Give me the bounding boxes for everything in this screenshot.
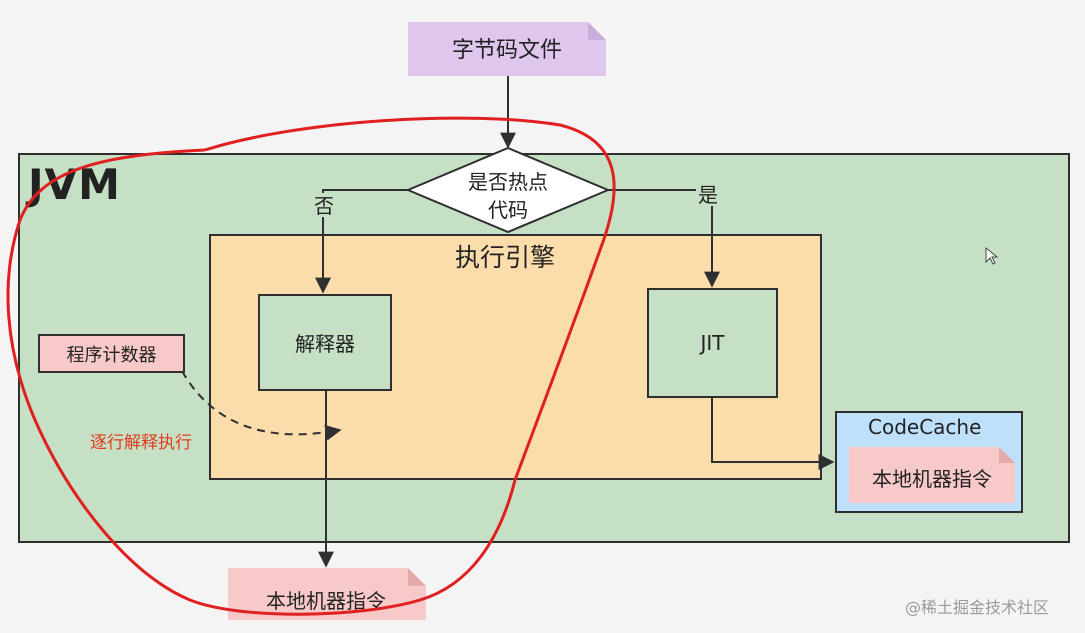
arrow-no-branch	[315, 189, 408, 294]
dashed-pc-to-interpreter	[181, 370, 342, 441]
decision-diamond	[405, 146, 611, 234]
codecache-native-label: 本地机器指令	[872, 467, 992, 491]
interpreter-box: 解释器	[258, 294, 392, 391]
output-native-note	[228, 568, 426, 620]
decision-line2: 代码	[488, 198, 528, 222]
arrow-jit-to-codecache	[711, 398, 835, 470]
jvm-label: JVM	[28, 160, 121, 209]
codecache-title: CodeCache	[868, 415, 982, 439]
yes-label: 是	[698, 183, 718, 207]
execution-engine-label: 执行引擎	[455, 243, 556, 272]
decision-line1: 是否热点	[468, 170, 548, 194]
mouse-cursor-icon	[985, 246, 999, 265]
bytecode-file-label: 字节码文件	[452, 38, 562, 63]
watermark: @稀土掘金技术社区	[905, 598, 1050, 617]
codecache-native-note	[849, 447, 1015, 503]
no-label: 否	[314, 194, 334, 218]
line-by-line-note: 逐行解释执行	[90, 433, 192, 453]
jit-box: JIT	[647, 288, 778, 398]
red-annotation-loop	[6, 116, 616, 616]
bytecode-file-note	[408, 22, 606, 76]
program-counter-box: 程序计数器	[38, 334, 185, 373]
